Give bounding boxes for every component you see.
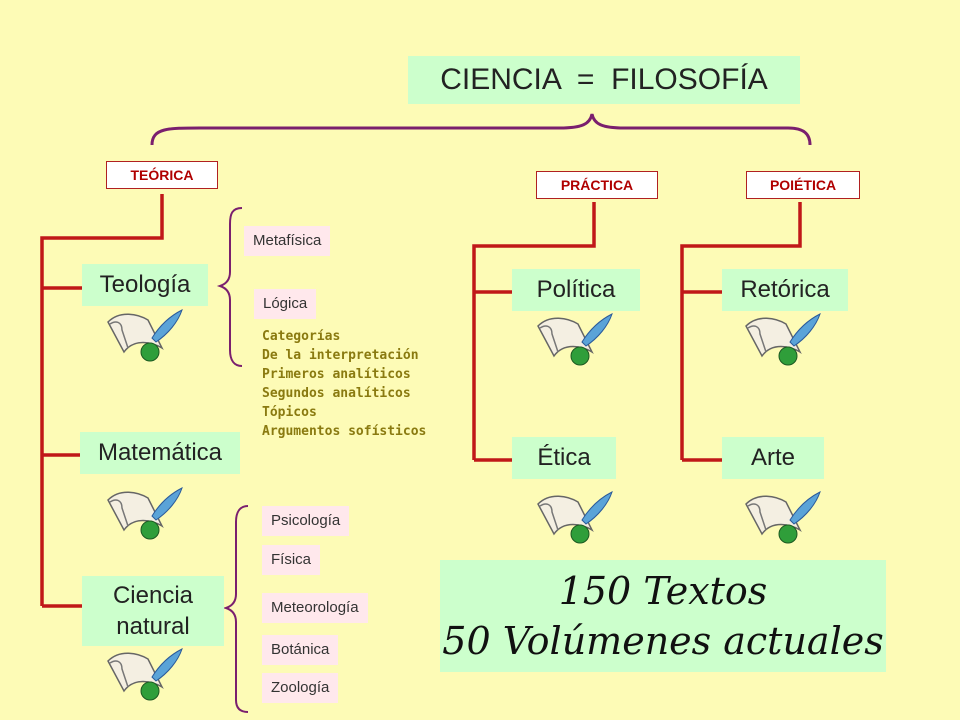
logica-work: De la interpretación [262,348,419,363]
branch-practica: PRÁCTICA [536,171,658,199]
logica-work: Categorías [262,329,341,344]
area-ciencia-natural-line2: natural [116,613,190,640]
work-zoologia: Zoología [262,673,339,703]
scroll-and-quill-icon [745,313,821,366]
scroll-and-quill-icon [107,309,183,362]
logica-work: Tópicos [262,405,317,420]
practica-connector [472,202,596,460]
logica-work: Segundos analíticos [262,386,411,401]
work-metafisica: Metafísica [244,226,331,256]
scroll-and-quill-icon [745,491,821,544]
logica-work: Argumentos sofísticos [262,424,427,439]
area-ciencia-natural-line1: Ciencia [112,582,194,609]
area-teologia: Teología [82,264,208,306]
teologia-works-brace [216,207,243,367]
teorica-connector [40,194,164,606]
logica-works-list: Categorías De la interpretación Primeros… [262,327,426,441]
work-psicologia: Psicología [262,506,350,536]
page-title: CIENCIA = FILOSOFÍA [408,56,800,104]
branch-poietica: POIÉTICA [746,171,860,199]
area-etica: Ética [512,437,616,479]
area-politica: Política [512,269,640,311]
summary-box: 150 Textos 50 Volúmenes actuales [440,560,886,672]
ciencia-natural-works-brace [222,505,249,713]
scroll-and-quill-icon [537,313,613,366]
summary-line1: 150 Textos [558,569,768,613]
scroll-and-quill-icon [107,487,183,540]
summary-line2: 50 Volúmenes actuales [442,619,884,663]
area-retorica: Retórica [722,269,848,311]
top-brace [150,113,812,146]
scroll-and-quill-icon [107,648,183,701]
scroll-and-quill-icon [537,491,613,544]
area-matematica: Matemática [80,432,240,474]
branch-teorica: TEÓRICA [106,161,218,189]
work-fisica: Física [262,545,321,575]
poietica-connector [680,202,802,460]
logica-work: Primeros analíticos [262,367,411,382]
work-meteorologia: Meteorología [262,593,368,623]
work-logica: Lógica [254,289,317,319]
area-ciencia-natural: Ciencia natural [82,576,224,646]
work-botanica: Botánica [262,635,339,665]
area-arte: Arte [722,437,824,479]
